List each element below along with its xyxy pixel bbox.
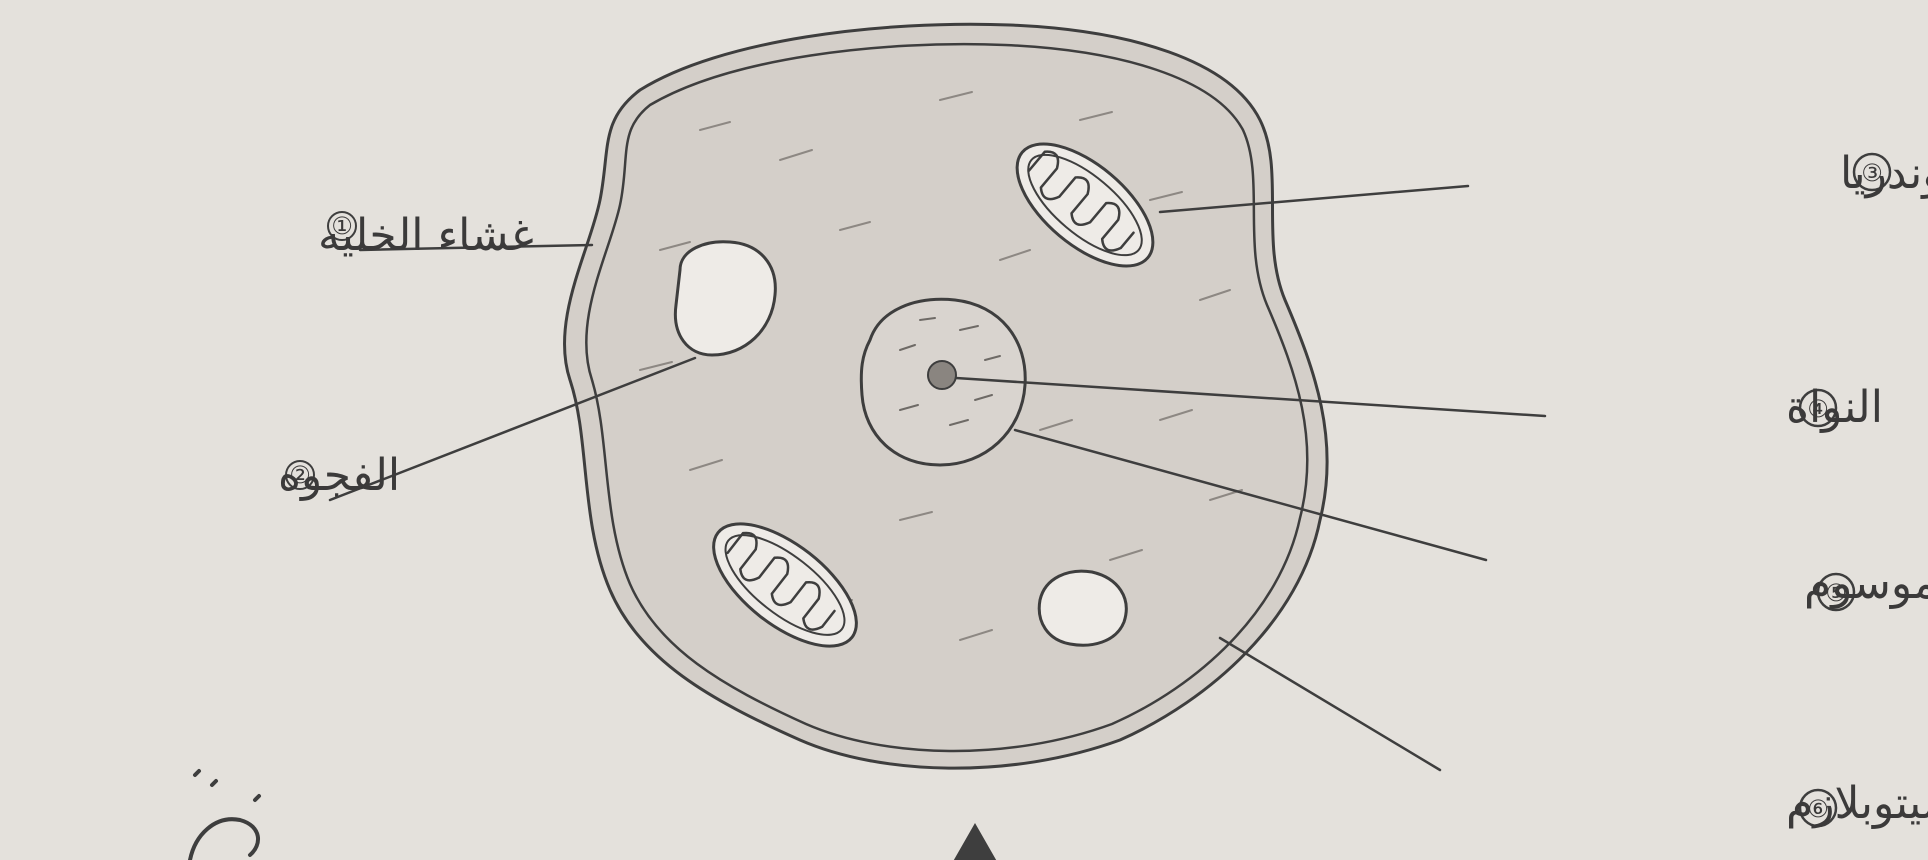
- label-text: النواة: [1786, 382, 1883, 433]
- handwriting-fragment: [190, 771, 259, 860]
- label-nucleus: ④ النواة: [1786, 382, 1883, 433]
- label-chromosome: ⑤ الكروموسوم: [1804, 558, 1928, 610]
- label-text: الفجوه: [278, 450, 400, 501]
- vacuole-small: [1039, 571, 1126, 645]
- nucleus: [861, 299, 1025, 465]
- leader-line-cytoplasm: [1220, 638, 1440, 770]
- label-text: السيتوبلازم: [1786, 778, 1928, 829]
- label-vacuole: ② الفجوه: [278, 450, 400, 501]
- pencil-tip-fragment: [955, 825, 995, 860]
- label-cell-membrane: ① غشاء الخليه: [318, 210, 534, 261]
- label-mitochondria: ③ الميتوكوندريا: [1840, 148, 1928, 199]
- label-text: الميتوكوندريا: [1840, 148, 1928, 199]
- label-text: الكروموسوم: [1804, 558, 1928, 609]
- label-text: غشاء الخليه: [318, 210, 534, 261]
- label-cytoplasm: ⑥ السيتوبلازم: [1786, 778, 1928, 829]
